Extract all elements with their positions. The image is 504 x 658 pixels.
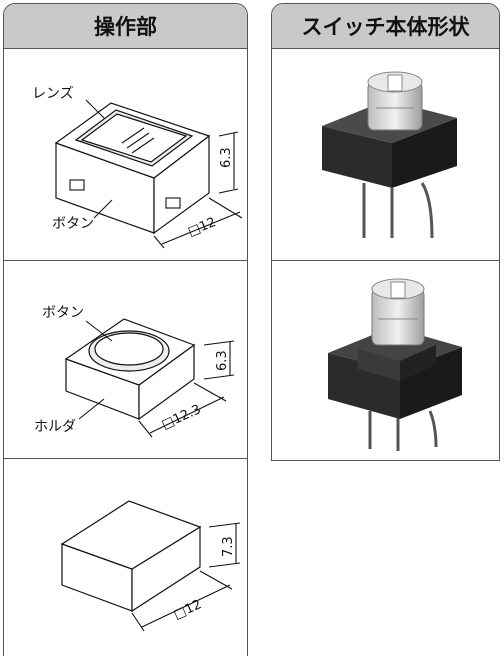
width-dim-3: □12 <box>172 597 204 622</box>
callout-holder: ホルダ <box>34 419 76 435</box>
lens-button-drawing: レンズ ボタン 6.3 □12 <box>32 86 243 249</box>
height-dim-2: 6.3 <box>215 350 230 371</box>
operation-column: 操作部 <box>3 3 248 656</box>
operation-cell-cap: 7.3 □12 <box>4 458 247 656</box>
switch-photo-cell-1 <box>272 48 499 260</box>
callout-button: ボタン <box>52 216 94 232</box>
callout-button-2: ボタン <box>42 305 84 321</box>
operation-cell-lens: レンズ ボタン 6.3 □12 <box>4 48 247 260</box>
callout-lens: レンズ <box>32 86 74 102</box>
cap-drawing: 7.3 □12 <box>60 500 241 632</box>
width-dim: □12 <box>186 215 218 240</box>
height-dim: 6.3 <box>219 147 234 168</box>
switch-photo-1 <box>322 71 457 239</box>
switch-photo-cell-2 <box>272 260 499 460</box>
width-dim-2: □12.3 <box>160 402 204 432</box>
height-dim-3: 7.3 <box>221 536 236 557</box>
holder-button-drawing: ボタン ホルダ 6.3 □12.3 <box>34 305 235 438</box>
switch-photo-2 <box>328 278 462 451</box>
operation-header: 操作部 <box>4 4 247 49</box>
switch-body-header: スイッチ本体形状 <box>272 4 499 49</box>
switch-body-column: スイッチ本体形状 <box>271 3 500 461</box>
operation-cell-holder: ボタン ホルダ 6.3 □12.3 <box>4 260 247 459</box>
